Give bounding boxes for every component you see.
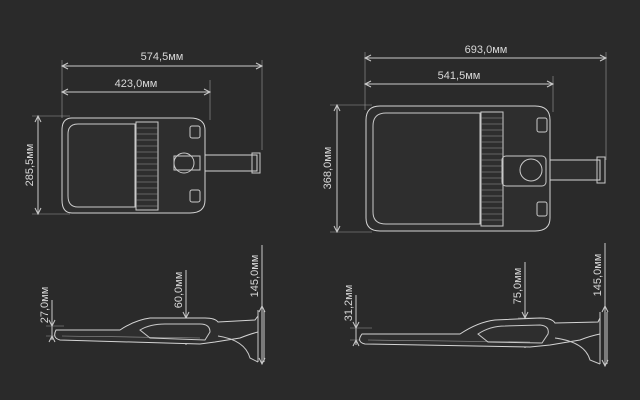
right-body-thickness-label: 75,0мм bbox=[512, 268, 524, 305]
right-adapter-circle bbox=[519, 158, 543, 182]
left-body-width-dimension: 423,0мм bbox=[60, 78, 212, 120]
left-bracket-height-label: 145,0мм bbox=[249, 255, 261, 298]
left-overall-width-dimension: 574,5мм bbox=[60, 51, 264, 150]
left-top-view: 574,5мм 423,0мм 285,5мм bbox=[24, 51, 264, 216]
right-top-view: 693,0мм 541,5мм 368,0мм bbox=[322, 44, 608, 234]
right-heatsink-fins bbox=[480, 111, 504, 227]
right-overall-width-dimension: 693,0мм bbox=[363, 44, 608, 160]
right-luminaire-body bbox=[365, 105, 606, 232]
left-luminaire-profile bbox=[54, 310, 265, 363]
left-height-dimension: 285,5мм bbox=[24, 114, 70, 216]
right-overall-width-label: 693,0мм bbox=[465, 44, 508, 56]
right-height-dimension: 368,0мм bbox=[322, 103, 372, 234]
left-body-thickness-label: 60,0мм bbox=[173, 272, 185, 309]
left-bracket-height-dimension: 145,0мм bbox=[249, 245, 266, 366]
right-bracket-height-dimension: 145,0мм bbox=[592, 243, 609, 368]
left-overall-width-label: 574,5мм bbox=[141, 51, 184, 63]
right-front-thickness-label: 31,2мм bbox=[343, 285, 355, 322]
left-height-label: 285,5мм bbox=[24, 144, 36, 187]
right-luminaire-profile bbox=[359, 312, 608, 365]
left-luminaire-body bbox=[61, 117, 261, 214]
left-front-thickness-label: 27,0мм bbox=[39, 287, 51, 324]
right-height-label: 368,0мм bbox=[322, 147, 334, 190]
right-front-thickness-dimension: 31,2мм bbox=[343, 285, 372, 347]
left-side-view: 27,0мм 60,0мм 145,0мм bbox=[39, 245, 266, 366]
right-bracket-height-label: 145,0мм bbox=[592, 254, 604, 297]
left-body-width-label: 423,0мм bbox=[115, 78, 158, 90]
left-heatsink-fins bbox=[135, 121, 159, 211]
right-side-view: 31,2мм 75,0мм 145,0мм bbox=[343, 243, 609, 368]
right-body-width-dimension: 541,5мм bbox=[363, 70, 555, 112]
right-body-width-label: 541,5мм bbox=[438, 70, 481, 82]
left-front-thickness-dimension: 27,0мм bbox=[39, 287, 64, 343]
